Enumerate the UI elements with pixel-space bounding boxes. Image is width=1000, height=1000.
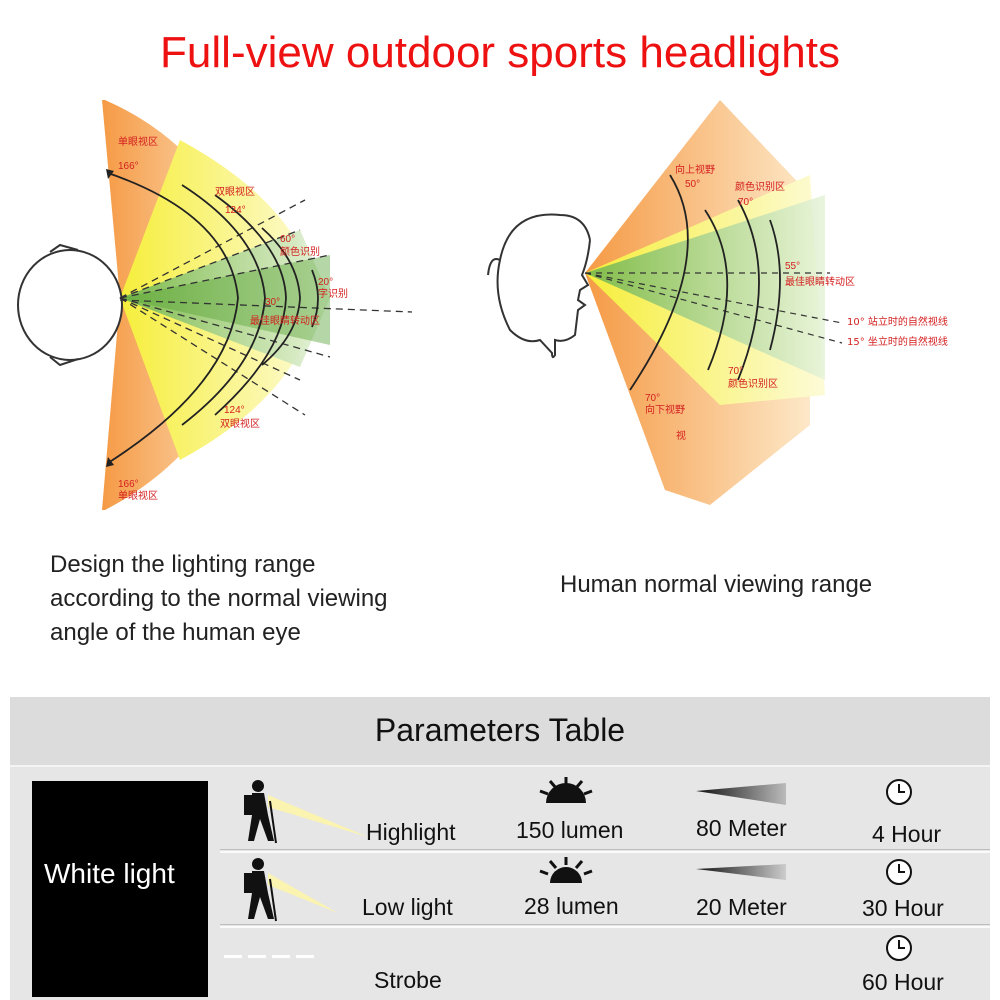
- strobe-dashes-icon: [224, 955, 314, 958]
- label-bino-bottom-deg: 124°: [224, 405, 245, 416]
- label-color-deg: 60°: [280, 234, 295, 245]
- label-bino-top-deg: 124°: [225, 205, 246, 216]
- label-color-top-deg: 70°: [738, 197, 753, 208]
- caption-left-line-3: angle of the human eye: [50, 619, 301, 646]
- label-char-deg: 20°: [318, 277, 333, 288]
- label-char: 字识别: [318, 287, 348, 300]
- row-2-lumen: 28 lumen: [524, 893, 619, 919]
- row-divider: [220, 849, 990, 850]
- left-eye-diagram: 单眼视区 166° 双眼视区 124° 60° 颜色识别 20° 字识别 30°…: [17, 100, 413, 510]
- beam-icon: [696, 783, 786, 805]
- label-bino-bottom: 双眼视区: [220, 417, 260, 430]
- label-down-deg: 70°: [645, 393, 660, 404]
- clock-icon: [886, 859, 912, 885]
- label-bino-top: 双眼视区: [215, 185, 255, 198]
- label-eye-right: 最佳眼睛转动区: [785, 275, 855, 288]
- label-sit: 15° 坐立时的自然视线: [847, 335, 948, 348]
- label-eye-deg-right: 55°: [785, 261, 800, 272]
- eye-zone-fan-right: [585, 195, 825, 380]
- caption-left-line-2: according to the normal viewing: [50, 585, 388, 612]
- label-color: 颜色识别: [280, 245, 320, 258]
- row-1-distance: 80 Meter: [696, 815, 787, 841]
- label-up: 向上视野: [675, 163, 715, 176]
- caption-right: Human normal viewing range: [560, 571, 873, 598]
- eye-zone-fan: [120, 255, 330, 345]
- label-down: 向下视野: [645, 403, 685, 416]
- label-down-2: 视: [676, 429, 686, 442]
- row-1-mode: Highlight: [366, 819, 456, 845]
- row-divider: [220, 926, 990, 928]
- clock-icon: [886, 779, 912, 805]
- row-1-lumen: 150 lumen: [516, 817, 624, 843]
- row-divider: [220, 924, 990, 925]
- head-side-view: [496, 213, 591, 359]
- label-mono-bottom: 单眼视区: [118, 489, 158, 502]
- head-top-view: [17, 249, 123, 361]
- right-eye-diagram: 向上视野 50° 颜色识别区 70° 55° 最佳眼睛转动区 10° 站立时的自…: [487, 100, 948, 505]
- label-mono-top: 单眼视区: [118, 135, 158, 148]
- row-2-mode: Low light: [362, 894, 453, 920]
- row-divider: [220, 851, 990, 853]
- clock-icon: [886, 935, 912, 961]
- label-color-bottom: 颜色识别区: [728, 377, 778, 390]
- row-3-mode: Strobe: [374, 967, 442, 993]
- label-mono-top-deg: 166°: [118, 161, 139, 172]
- page-title: Full-view outdoor sports headlights: [160, 28, 840, 77]
- row-2-distance: 20 Meter: [696, 894, 787, 920]
- label-eye: 最佳眼睛转动区: [250, 314, 320, 327]
- caption-left: Design the lighting range according to t…: [50, 548, 388, 650]
- row-2-time: 30 Hour: [862, 895, 944, 921]
- sun-burst-icon: [539, 857, 593, 883]
- caption-left-line-1: Design the lighting range: [50, 551, 316, 578]
- label-up-deg: 50°: [685, 179, 700, 190]
- parameters-table: Parameters Table White light Highlight 1…: [10, 697, 990, 1000]
- sun-burst-icon: [539, 777, 593, 803]
- table-title: Parameters Table: [374, 712, 626, 748]
- mode-label: White light: [44, 858, 175, 889]
- hiker-icon: [244, 858, 338, 922]
- label-stand: 10° 站立时的自然视线: [847, 315, 948, 328]
- beam-icon: [696, 864, 786, 880]
- mode-box: White light: [32, 781, 208, 997]
- label-color-top: 颜色识别区: [735, 180, 785, 193]
- label-eye-deg: 30°: [265, 297, 280, 308]
- row-3-time: 60 Hour: [862, 969, 944, 995]
- row-1-time: 4 Hour: [872, 821, 942, 847]
- label-color-bottom-deg: 70°: [728, 366, 743, 377]
- label-mono-bottom-deg: 166°: [118, 479, 139, 490]
- table-header: Parameters Table: [10, 697, 990, 767]
- hiker-icon: [244, 780, 368, 844]
